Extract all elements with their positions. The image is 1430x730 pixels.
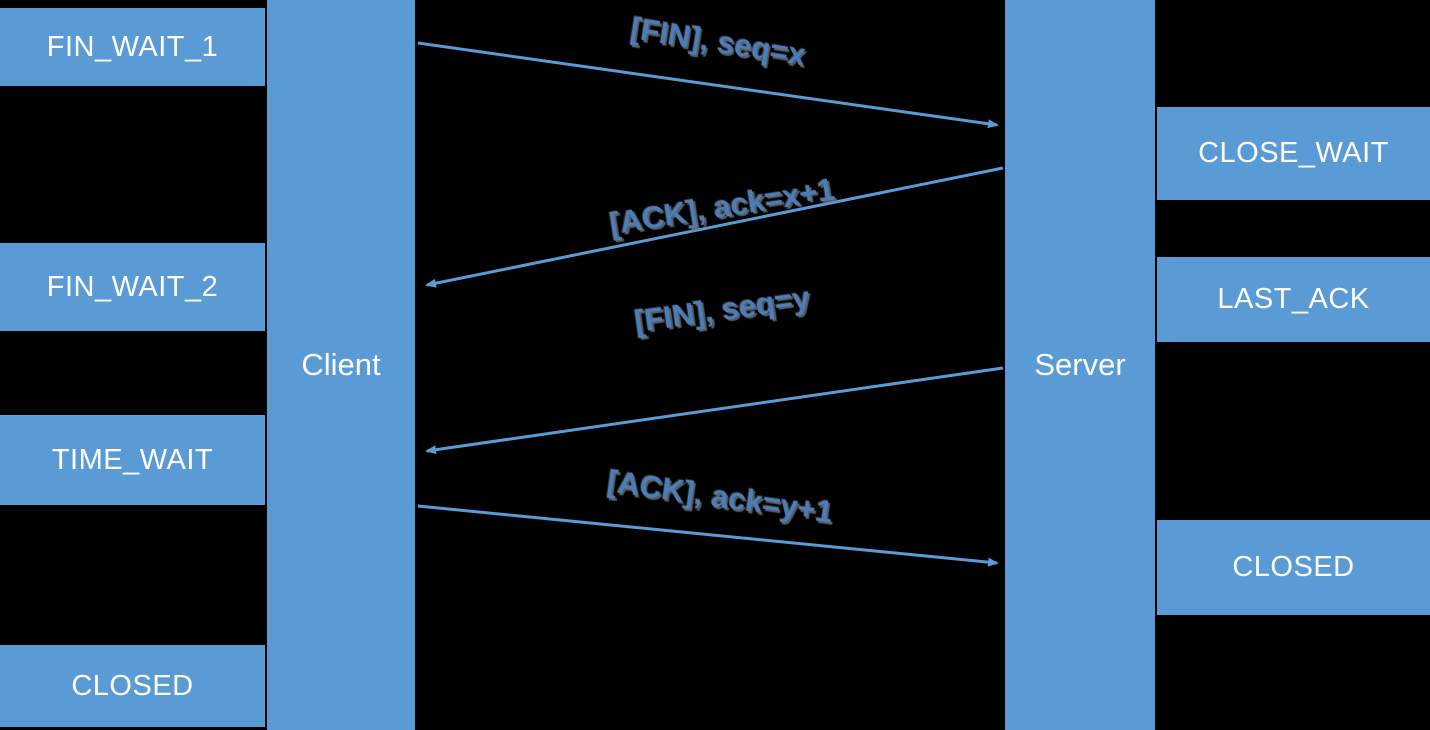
client-state-fin-wait-1: FIN_WAIT_1 — [0, 8, 265, 86]
arrow-ack-y-plus-1-client-to-server — [417, 504, 999, 567]
server-state-label: CLOSED — [1232, 551, 1355, 583]
arrow-fin-seq-y-server-to-client — [425, 366, 1004, 455]
message-label-fin-seq-x: [FIN], seq=x — [628, 10, 809, 73]
server-state-label: LAST_ACK — [1217, 283, 1370, 315]
message-label-fin-seq-y: [FIN], seq=y — [632, 279, 812, 340]
server-lifeline: Server — [1005, 0, 1155, 730]
client-lifeline-label: Client — [301, 347, 381, 382]
client-state-time-wait: TIME_WAIT — [0, 415, 265, 505]
message-label-ack-y-plus-1: [ACK], ack=y+1 — [605, 463, 836, 530]
client-lifeline: Client — [267, 0, 415, 730]
client-state-label: TIME_WAIT — [51, 443, 214, 476]
server-state-label: CLOSE_WAIT — [1198, 137, 1389, 169]
client-state-label: FIN_WAIT_2 — [46, 270, 219, 303]
client-state-label: CLOSED — [71, 669, 194, 702]
server-state-last-ack: LAST_ACK — [1157, 257, 1430, 342]
client-state-closed: CLOSED — [0, 645, 265, 727]
client-state-fin-wait-2: FIN_WAIT_2 — [0, 243, 265, 331]
server-lifeline-label: Server — [1034, 347, 1126, 382]
arrow-ack-x-plus-1-server-to-client — [425, 166, 1004, 288]
server-state-close-wait: CLOSE_WAIT — [1157, 107, 1430, 200]
message-label-ack-x-plus-1: [ACK], ack=x+1 — [606, 171, 837, 242]
server-state-closed: CLOSED — [1157, 520, 1430, 615]
client-state-label: FIN_WAIT_1 — [46, 30, 219, 63]
